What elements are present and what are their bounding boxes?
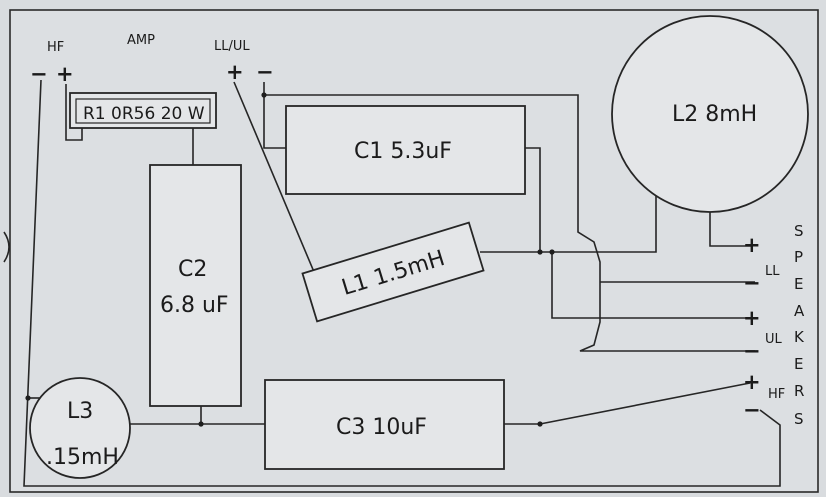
speakers-letter: P [794,248,803,266]
c3-capacitor [264,379,505,470]
hf-out-minus-terminal: − [743,398,761,422]
c2-value: 6.8 uF [160,293,229,318]
llul-input-label: LL/UL [214,39,250,54]
speakers-letter: S [794,222,804,240]
speakers-label: S P E A K E R S [794,222,805,428]
speakers-letter: E [794,275,803,293]
hf-input-label: HF [47,40,64,55]
hf-plus-terminal: + [56,62,74,86]
l3-inductor [29,377,131,479]
hf-out-label: HF [768,387,785,402]
c2-capacitor [149,164,242,407]
l2-inductor [611,15,809,213]
llul-minus-terminal: − [256,60,274,84]
output-terminals: + LL − + UL − + HF − [743,233,785,422]
ul-label: UL [765,332,783,347]
r1-label: R1 0R56 20 W [83,104,205,124]
hf-out-plus-terminal: + [743,370,761,394]
c1-capacitor [285,105,526,195]
llul-plus-terminal: + [226,60,244,84]
amp-label: AMP [127,33,155,48]
c1-label: C1 5.3uF [354,139,452,164]
ll-plus-terminal: + [743,233,761,257]
ul-plus-terminal: + [743,306,761,330]
speakers-letter: R [794,382,804,400]
ll-label: LL [765,264,780,279]
r1-resistor-inner [75,98,211,124]
speakers-letter: E [794,355,803,373]
l2-label: L2 8mH [672,102,757,127]
hf-minus-terminal: − [30,62,48,86]
speakers-letter: A [794,302,805,320]
speakers-letter: K [794,328,805,346]
c3-label: C3 10uF [336,415,427,440]
speakers-letter: S [794,410,804,428]
l3-name: L3 [67,399,93,424]
edge-notch [3,231,10,263]
wiring [23,79,781,487]
ul-minus-terminal: − [743,339,761,363]
ll-minus-terminal: − [743,271,761,295]
c2-name: C2 [178,257,207,282]
l3-value: .15mH [46,445,119,470]
junction-dots [25,92,555,427]
